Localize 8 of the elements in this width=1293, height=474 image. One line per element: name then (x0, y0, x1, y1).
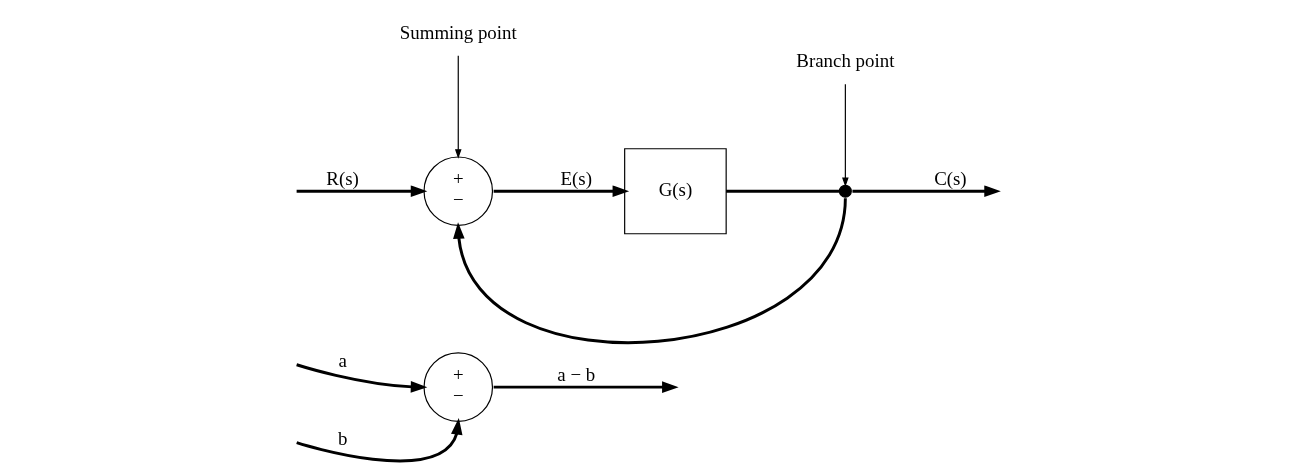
edge-label: C(s) (934, 168, 967, 190)
edge-label: a − b (557, 364, 596, 386)
edge-label: R(s) (326, 168, 359, 190)
node-text: Branch point (796, 50, 895, 72)
node-text: Summing point (399, 21, 517, 43)
edge-label: b (337, 427, 348, 449)
edge-label: E(s) (560, 168, 592, 190)
edge-label: a (338, 349, 347, 371)
